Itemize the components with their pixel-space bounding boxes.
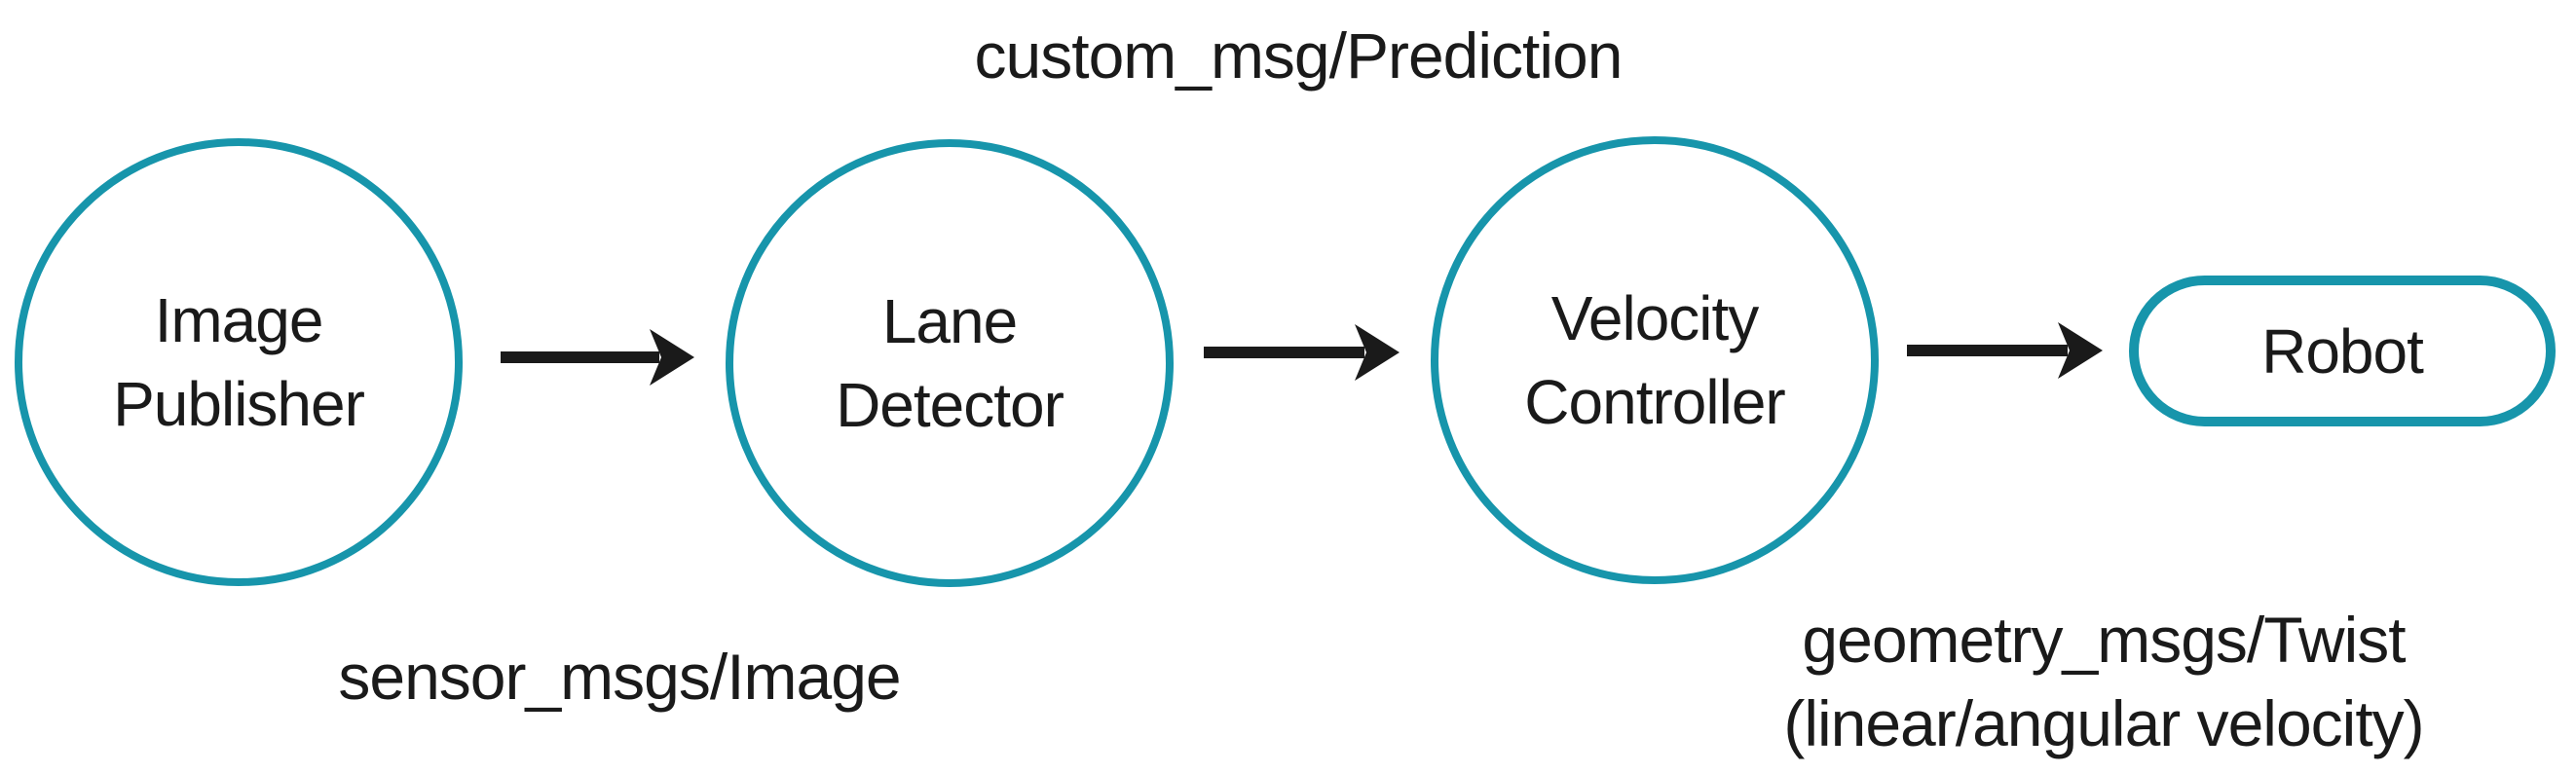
node-label-line: Detector <box>836 370 1064 440</box>
arrowhead-icon <box>2058 322 2103 379</box>
node-label-line: Robot <box>2261 315 2424 387</box>
topic-label-image: sensor_msgs/Image <box>338 641 901 713</box>
node-label-line: Controller <box>1524 367 1785 437</box>
node-velocity-controller: Velocity Controller <box>1431 136 1879 584</box>
topic-label-prediction: custom_msg/Prediction <box>974 19 1624 92</box>
node-lane-detector: Lane Detector <box>726 139 1174 587</box>
topic-label-twist-line2: (linear/angular velocity) <box>1783 687 2424 759</box>
node-label-line: Lane <box>881 286 1018 356</box>
topic-label-twist-line1: geometry_msgs/Twist <box>1802 604 2406 676</box>
arrow-lane-to-velocity <box>1204 324 1400 381</box>
arrowhead-icon <box>650 329 694 386</box>
arrowhead-icon <box>1355 324 1400 381</box>
node-robot: Robot <box>2129 276 2556 426</box>
topic-label-twist: geometry_msgs/Twist (linear/angular velo… <box>1783 598 2424 765</box>
node-image-publisher: Image Publisher <box>15 138 463 586</box>
arrow-image-to-lane <box>501 329 694 386</box>
node-label-line: Publisher <box>113 369 365 439</box>
arrow-velocity-to-robot <box>1907 322 2103 379</box>
node-label-line: Image <box>154 285 324 355</box>
node-label-line: Velocity <box>1550 283 1760 353</box>
